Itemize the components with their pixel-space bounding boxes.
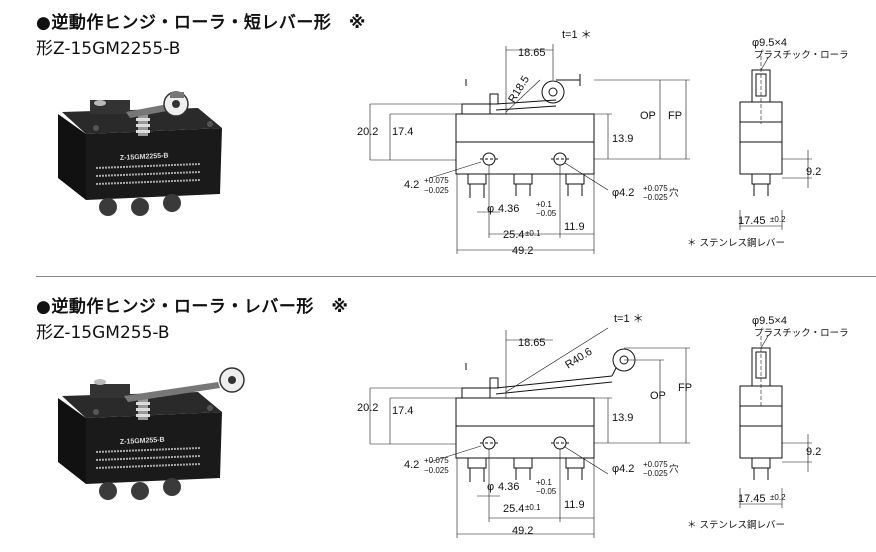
dim-20-2: 20.2 <box>357 402 378 414</box>
dim-25-4-tol: ±0.1 <box>525 503 541 512</box>
roller-size: φ9.5×4 <box>752 315 787 327</box>
dim-25-4-tol: ±0.1 <box>525 229 541 238</box>
dim-11-9: 11.9 <box>564 221 585 233</box>
roller-material: プラスチック・ローラ <box>754 328 849 339</box>
product-photo: Z-15GM255-B <box>58 367 245 500</box>
dim-radius: R40.6 <box>563 346 594 372</box>
section-divider <box>36 276 876 277</box>
model-number: 形Z-15GM255-B <box>36 323 170 343</box>
dim-9-2: 9.2 <box>806 166 821 178</box>
dim-op: OP <box>650 390 666 402</box>
front-view-drawing <box>369 44 690 254</box>
dim-17-45-tol: ±0.2 <box>770 215 786 224</box>
lever-thickness-label: t=1 ＊ <box>614 313 644 325</box>
dim-hole-left-tol-up: +0.075 <box>424 176 449 185</box>
section-short-lever: ●逆動作ヒンジ・ローラ・短レバー形 ※ 形Z-15GM2255-B Z-15GM… <box>0 0 876 268</box>
dim-17-4: 17.4 <box>392 126 413 138</box>
dim-hole-right: φ4.2 <box>612 463 634 475</box>
dim-hole-left-tol-dn: −0.025 <box>424 186 449 195</box>
dim-hole-left: 4.2 <box>404 459 419 471</box>
dim-pitch-tol-dn: −0.05 <box>536 487 557 496</box>
front-view-dimensions: t=1 ＊ 18.65 R18.5 20.2 17.4 OP FP 13.9 4… <box>357 29 682 257</box>
dim-pitch: 4.36 <box>498 481 519 493</box>
dim-49-2: 49.2 <box>512 525 533 537</box>
dim-18-65: 18.65 <box>518 337 546 349</box>
dim-25-4: 25.4 <box>503 503 524 515</box>
dim-20-2: 20.2 <box>357 126 378 138</box>
dim-pitch: 4.36 <box>498 203 519 215</box>
dim-hole-left-tol-dn: −0.025 <box>424 466 449 475</box>
section-title: ●逆動作ヒンジ・ローラ・短レバー形 ※ <box>36 13 366 33</box>
model-number: 形Z-15GM2255-B <box>36 39 181 59</box>
product-photo: Z-15GM2255-B <box>58 91 222 216</box>
dim-hole-right-tol-dn: −0.025 <box>643 469 668 478</box>
phi-symbol: φ <box>487 203 494 215</box>
dim-hole-right-tol-up: +0.075 <box>643 460 668 469</box>
dim-fp: FP <box>668 110 682 122</box>
section-title: ●逆動作ヒンジ・ローラ・レバー形 ※ <box>36 297 349 317</box>
dim-hole-left-tol-up: +0.075 <box>424 456 449 465</box>
section-drawings: Z-15GM2255-B <box>58 29 849 257</box>
roller-size: φ9.5×4 <box>752 37 787 49</box>
dim-hole-right-suffix: 穴 <box>669 187 679 199</box>
roller-material: プラスチック・ローラ <box>754 50 849 61</box>
dim-18-65: 18.65 <box>518 47 546 59</box>
section-drawings: Z-15GM255-B <box>58 313 849 538</box>
dim-radius: R18.5 <box>506 74 532 105</box>
dim-hole-left: 4.2 <box>404 179 419 191</box>
dim-hole-right-tol-up: +0.075 <box>643 184 668 193</box>
dim-17-45: 17.45 <box>738 493 766 505</box>
dim-49-2: 49.2 <box>512 245 533 257</box>
section-long-lever: ●逆動作ヒンジ・ローラ・レバー形 ※ 形Z-15GM255-B Z-15GM25… <box>0 284 876 552</box>
phi-symbol: φ <box>487 481 494 493</box>
dim-op: OP <box>640 110 656 122</box>
side-view-drawing <box>739 56 812 230</box>
front-view-drawing <box>369 327 690 538</box>
dim-11-9: 11.9 <box>564 499 585 511</box>
photo-label: Z-15GM2255-B <box>120 152 169 162</box>
dim-17-45: 17.45 <box>738 215 766 227</box>
dim-25-4: 25.4 <box>503 229 524 241</box>
dim-hole-right-tol-dn: −0.025 <box>643 193 668 202</box>
dim-pitch-tol-up: +0.1 <box>536 478 552 487</box>
dim-fp: FP <box>678 382 692 394</box>
dim-17-45-tol: ±0.2 <box>770 493 786 502</box>
side-view-dimensions: φ9.5×4 プラスチック・ローラ 9.2 17.45 ±0.2 ＊ ステンレス… <box>687 37 849 249</box>
dim-13-9: 13.9 <box>612 412 633 424</box>
lever-note: ＊ ステンレス鋼レバー <box>687 237 785 249</box>
lever-note: ＊ ステンレス鋼レバー <box>687 519 785 531</box>
lever-thickness-label: t=1 ＊ <box>562 29 592 41</box>
dim-pitch-tol-up: +0.1 <box>536 200 552 209</box>
photo-label: Z-15GM255-B <box>120 437 165 446</box>
side-view-dimensions: φ9.5×4 プラスチック・ローラ 9.2 17.45 ±0.2 ＊ ステンレス… <box>687 315 849 531</box>
dim-17-4: 17.4 <box>392 405 413 417</box>
dim-pitch-tol-dn: −0.05 <box>536 209 557 218</box>
dim-9-2: 9.2 <box>806 446 821 458</box>
dim-13-9: 13.9 <box>612 133 633 145</box>
front-view-dimensions: t=1 ＊ 18.65 R40.6 20.2 17.4 OP FP 13.9 4… <box>357 313 692 537</box>
dim-hole-right: φ4.2 <box>612 187 634 199</box>
dim-hole-right-suffix: 穴 <box>669 463 679 475</box>
side-view-drawing <box>739 335 812 508</box>
